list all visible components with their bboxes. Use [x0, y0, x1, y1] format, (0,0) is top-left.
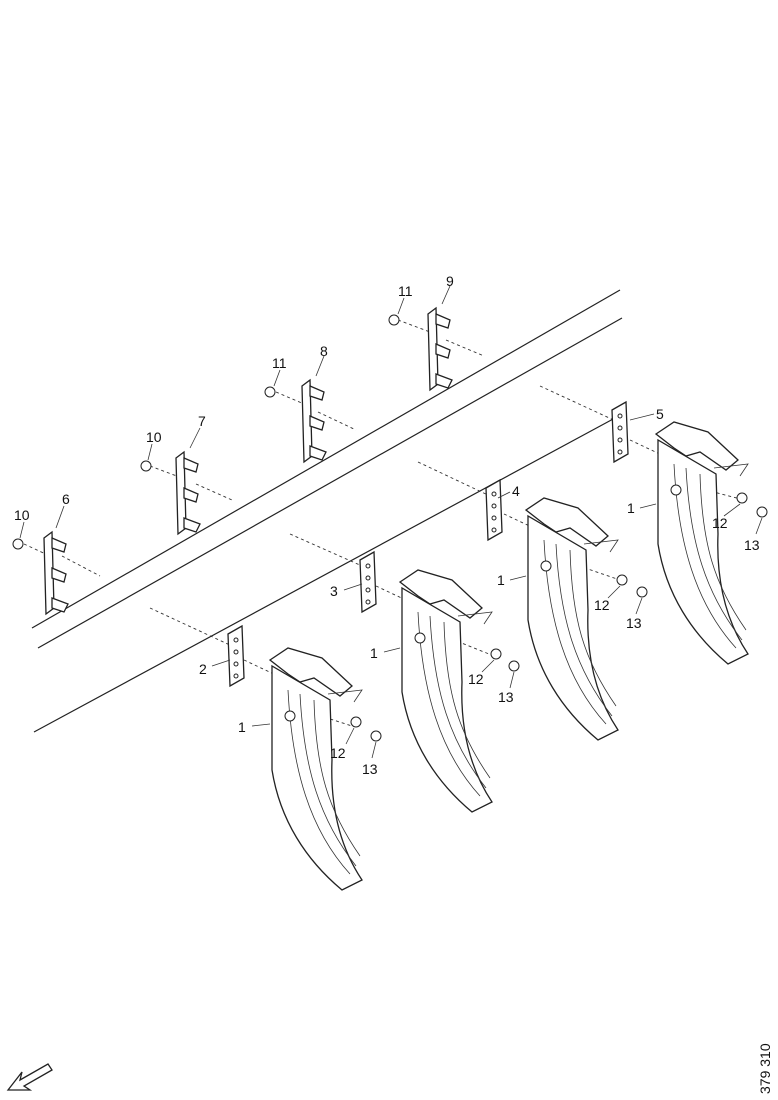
callout-12: 12: [712, 515, 728, 531]
callout-13: 13: [362, 761, 378, 777]
frame-beams: [31, 289, 623, 733]
bracket-9: [427, 307, 453, 391]
callout-13: 13: [744, 537, 760, 553]
callout-1: 1: [627, 500, 635, 516]
callout-11: 11: [398, 283, 413, 299]
callout-13: 13: [626, 615, 642, 631]
callout-13: 13: [498, 689, 514, 705]
callout-8: 8: [320, 343, 328, 359]
callout-labels: 1 1 1 1 2 3 4 5 6 7 8 9 10 10 11 11 12 1…: [14, 273, 760, 777]
bolts: [12, 314, 400, 550]
callout-1: 1: [238, 719, 246, 735]
callout-1: 1: [370, 645, 378, 661]
tine-1d: [655, 421, 749, 665]
callout-12: 12: [594, 597, 610, 613]
callout-6: 6: [62, 491, 70, 507]
assembly-lines: [23, 319, 745, 727]
tine-1c: [525, 497, 619, 741]
arrow-icon: [6, 1063, 53, 1091]
plate-3: [359, 551, 377, 613]
leader-lines: [19, 285, 763, 759]
callout-4: 4: [512, 483, 520, 499]
bracket-8: [301, 379, 327, 463]
callout-12: 12: [330, 745, 346, 761]
figure-id: 379 310: [757, 1043, 773, 1094]
callout-10: 10: [14, 507, 30, 523]
callout-2: 2: [199, 661, 207, 677]
callout-11: 11: [272, 355, 287, 371]
callout-7: 7: [198, 413, 206, 429]
callout-3: 3: [330, 583, 338, 599]
callout-12: 12: [468, 671, 484, 687]
callout-5: 5: [656, 406, 664, 422]
tine-1b: [399, 569, 493, 813]
bracket-7: [175, 451, 201, 535]
tine-1a: [269, 647, 363, 891]
plate-4: [485, 479, 503, 541]
plate-2: [227, 625, 245, 687]
plate-5: [611, 401, 629, 463]
washers-and-nuts: [350, 492, 768, 742]
callout-1: 1: [497, 572, 505, 588]
callout-10: 10: [146, 429, 162, 445]
callout-9: 9: [446, 273, 454, 289]
bracket-6: [43, 531, 69, 615]
